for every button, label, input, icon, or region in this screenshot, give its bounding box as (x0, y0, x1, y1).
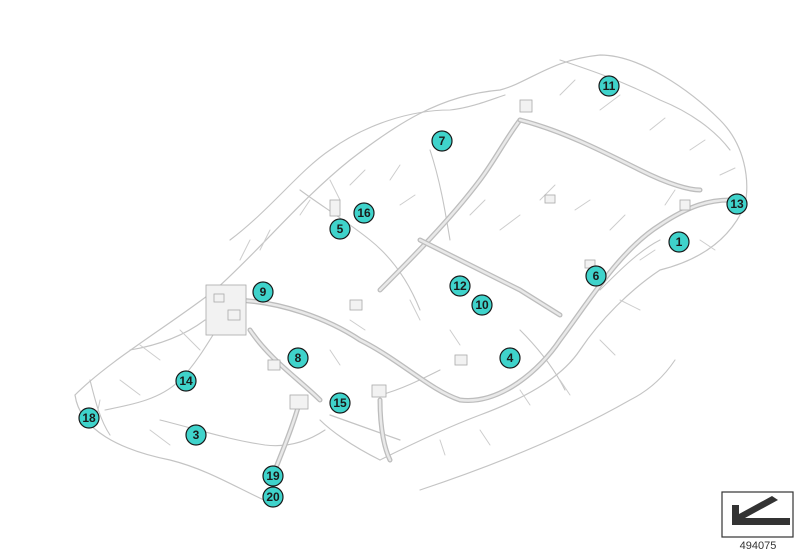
callout-16: 16 (353, 202, 375, 224)
svg-text:20: 20 (266, 490, 280, 504)
harness-wiring (74, 54, 748, 506)
callout-12: 12 (449, 275, 471, 297)
view-direction-icon (732, 496, 790, 525)
orientation-pictogram (721, 491, 794, 538)
svg-text:10: 10 (475, 298, 489, 312)
svg-text:3: 3 (193, 428, 200, 442)
callout-5: 5 (329, 218, 351, 240)
callout-9: 9 (252, 281, 274, 303)
callout-14: 14 (175, 370, 197, 392)
callout-20: 20 (262, 486, 284, 508)
callout-19: 19 (262, 465, 284, 487)
svg-text:18: 18 (82, 411, 96, 425)
svg-text:16: 16 (357, 206, 371, 220)
callout-8: 8 (287, 347, 309, 369)
callout-1: 1 (668, 231, 690, 253)
svg-text:1: 1 (676, 235, 683, 249)
svg-text:4: 4 (507, 351, 514, 365)
callout-3: 3 (185, 424, 207, 446)
callout-11: 11 (598, 75, 620, 97)
svg-text:11: 11 (603, 79, 616, 93)
callout-6: 6 (585, 265, 607, 287)
callout-13: 13 (726, 193, 748, 215)
svg-text:7: 7 (439, 134, 446, 148)
svg-text:6: 6 (593, 269, 600, 283)
svg-text:13: 13 (730, 197, 744, 211)
svg-text:14: 14 (179, 374, 193, 388)
callout-4: 4 (499, 347, 521, 369)
svg-text:12: 12 (453, 279, 467, 293)
callout-10: 10 (471, 294, 493, 316)
svg-text:9: 9 (260, 285, 267, 299)
diagram-reference-number: 494075 (739, 540, 777, 552)
svg-text:19: 19 (266, 469, 280, 483)
svg-text:8: 8 (295, 351, 302, 365)
svg-text:15: 15 (333, 396, 347, 410)
callout-18: 18 (78, 407, 100, 429)
svg-text:5: 5 (337, 222, 344, 236)
callout-7: 7 (431, 130, 453, 152)
callout-15: 15 (329, 392, 351, 414)
